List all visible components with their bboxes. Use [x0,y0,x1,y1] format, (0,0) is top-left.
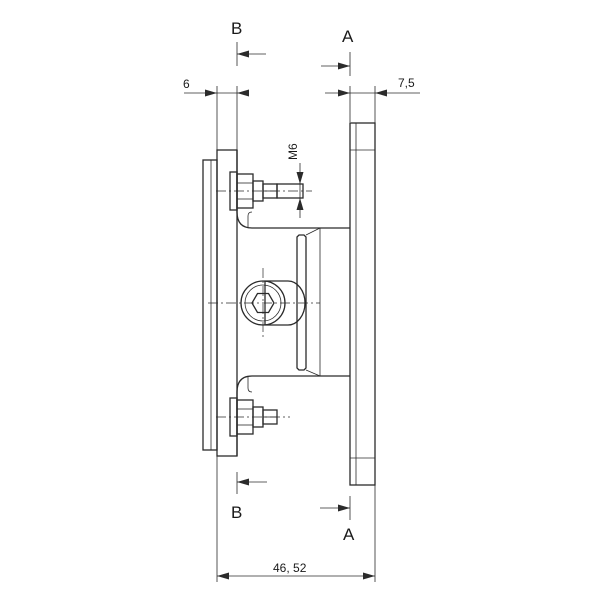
section-label-b-top: B [231,19,242,38]
section-marker-a-top: A [321,27,354,76]
section-marker-b-top: B [231,19,266,66]
dimension-total-label: 46, 52 [273,561,307,575]
socket-head-screw [208,268,320,338]
bottom-bolt-assembly [216,397,290,437]
dimension-right-label: 7,5 [398,76,415,90]
section-label-a-bottom: A [343,525,355,544]
section-label-a-top: A [342,27,354,46]
dimension-total: 46, 52 [217,561,375,580]
top-bolt-assembly [216,171,312,211]
section-marker-b-bottom: B [231,472,267,522]
right-mounting-plate [349,122,376,486]
dimension-right: 7,5 [325,76,420,97]
dimension-left: 6 [183,77,249,97]
dimension-left-label: 6 [183,77,190,91]
central-bracket [236,150,350,456]
dimension-thread-label: M6 [286,143,300,160]
section-label-b-bottom: B [231,503,242,522]
dimension-thread: M6 [286,143,304,218]
section-marker-a-bottom: A [320,496,355,544]
